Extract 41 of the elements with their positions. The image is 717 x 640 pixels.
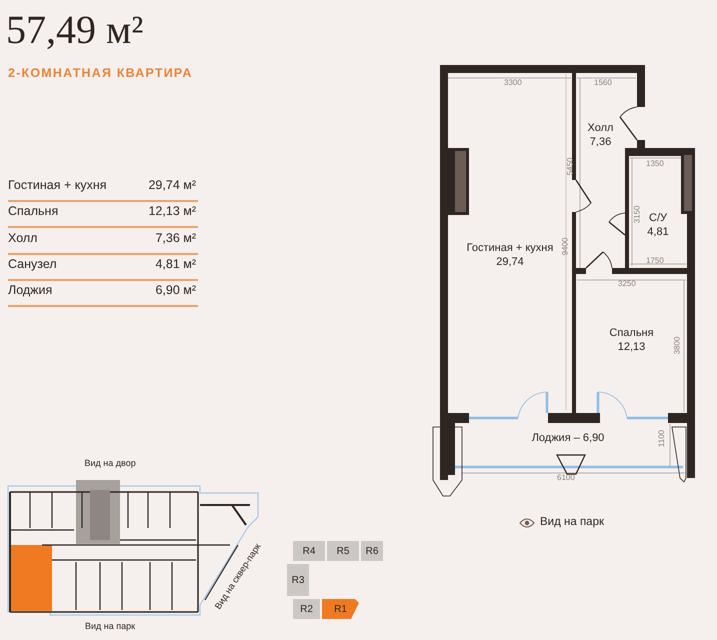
dimension-label: 6100 [557, 473, 575, 482]
dimension-label: 9400 [560, 238, 570, 256]
dimension-label: 1350 [646, 159, 664, 168]
room-name: Спальня [8, 204, 58, 219]
room-name: Лоджия [8, 283, 52, 298]
room-area: 29,74 м² [148, 178, 196, 193]
room-area: 4,81 [647, 225, 669, 239]
subtitle: 2-КОМНАТНАЯ КВАРТИРА [8, 66, 193, 80]
building-section: R4 [293, 541, 325, 561]
room-area: 29,74 [496, 255, 524, 269]
room-name: Гостиная + кухня [8, 178, 106, 193]
dimension-label: 3800 [672, 336, 682, 354]
room-name: Холл [8, 231, 38, 246]
room-name: Спальня [609, 326, 654, 340]
room-name: С/У [649, 211, 667, 225]
building-section: R2 [293, 599, 320, 619]
dimension-label: 3300 [504, 78, 522, 87]
room-name: Холл [588, 121, 614, 135]
room-area: 7,36 м² [155, 231, 196, 246]
room-name: Гостиная + кухня [466, 241, 554, 255]
building-section: R5 [327, 541, 359, 561]
room-area: 7,36 [590, 135, 612, 149]
area-heading: 57,49 м² [6, 6, 144, 54]
view-label: Вид на парк [85, 621, 136, 632]
room-name: Санузел [8, 257, 57, 272]
view-label: Вид на двор [84, 458, 136, 469]
view-label: Вид на парк [540, 516, 604, 528]
room-area: 12,13 [618, 340, 646, 354]
dimension-label: 1750 [646, 256, 664, 265]
room-area: 6,90 м² [155, 283, 196, 298]
room-area: 12,13 м² [148, 204, 196, 219]
selected-section: R1 [322, 599, 359, 619]
dimension-label: 3150 [632, 206, 642, 224]
room-name: Лоджия – 6,90 [532, 431, 604, 445]
dimension-label: 3250 [618, 279, 636, 288]
dimension-label: 5450 [565, 158, 574, 176]
building-section: R6 [361, 541, 383, 561]
building-section: R3 [287, 564, 309, 596]
room-area: 4,81 м² [155, 257, 196, 272]
dimension-label: 1560 [594, 78, 612, 87]
dimension-label: 1100 [657, 430, 666, 448]
